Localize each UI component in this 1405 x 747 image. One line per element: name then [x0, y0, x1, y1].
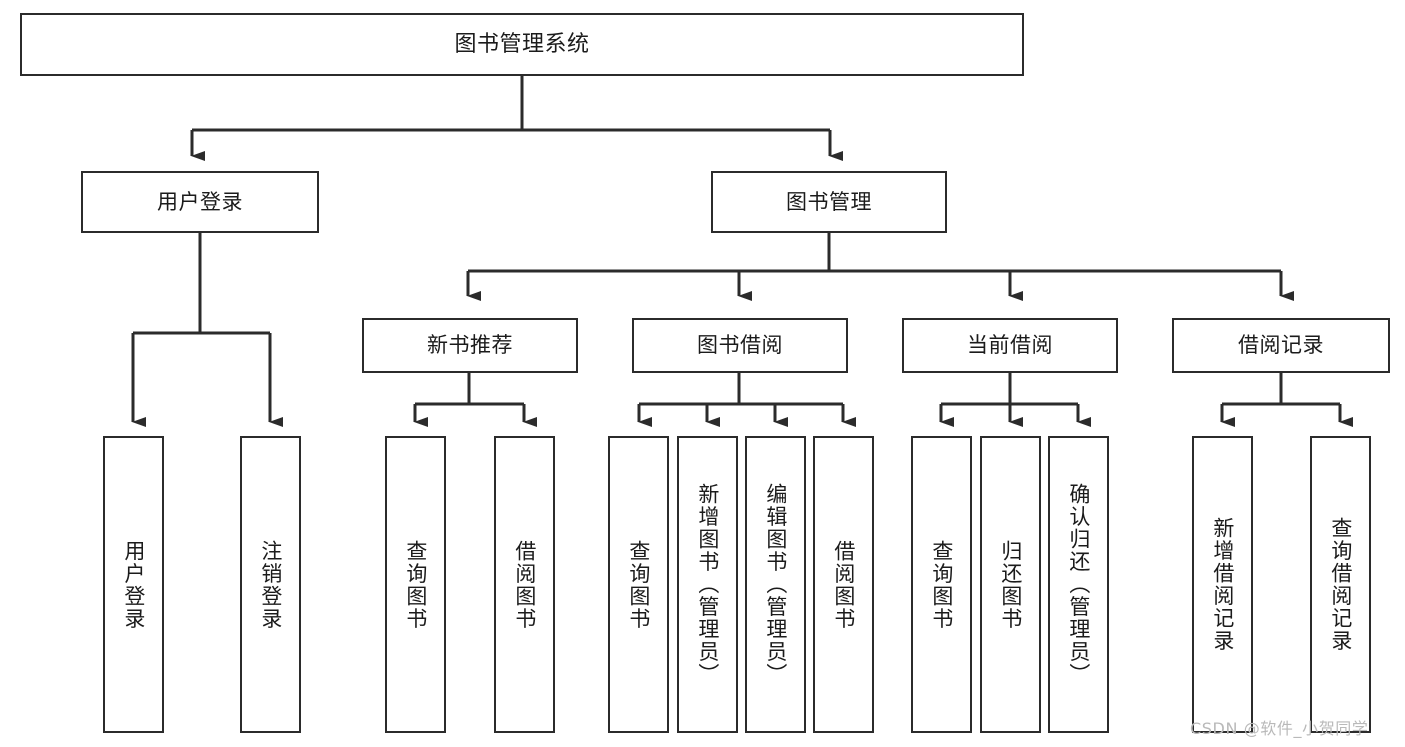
node-current-borrow[interactable]: 当前借阅: [902, 318, 1118, 373]
node-label: 新书推荐: [427, 333, 513, 358]
node-book-management[interactable]: 图书管理: [711, 171, 947, 233]
node-label: 用户登录: [121, 539, 146, 630]
node-label: 确认归还（管理员）: [1066, 483, 1091, 686]
node-label: 编辑图书（管理员）: [763, 483, 788, 686]
node-leaf-query-book-recommend[interactable]: 查询图书: [385, 436, 446, 733]
node-label: 归还图书: [998, 539, 1023, 630]
node-label: 查询图书: [929, 539, 954, 630]
node-book-borrow[interactable]: 图书借阅: [632, 318, 848, 373]
node-leaf-confirm-return[interactable]: 确认归还（管理员）: [1048, 436, 1109, 733]
csdn-watermark: CSDN @软件_小贺同学: [1190, 719, 1369, 738]
node-label: 注销登录: [258, 539, 283, 630]
node-leaf-add-borrow-record[interactable]: 新增借阅记录: [1192, 436, 1253, 733]
node-label: 新增借阅记录: [1210, 517, 1235, 652]
node-label: 查询借阅记录: [1328, 517, 1353, 652]
node-label: 查询图书: [626, 539, 651, 630]
node-label: 查询图书: [403, 539, 428, 630]
node-borrow-record[interactable]: 借阅记录: [1172, 318, 1390, 373]
node-label: 借阅图书: [512, 539, 537, 630]
node-leaf-borrow-book[interactable]: 借阅图书: [813, 436, 874, 733]
node-leaf-edit-book[interactable]: 编辑图书（管理员）: [745, 436, 806, 733]
node-leaf-user-login[interactable]: 用户登录: [103, 436, 164, 733]
node-new-book-recommend[interactable]: 新书推荐: [362, 318, 578, 373]
node-label: 图书借阅: [697, 333, 783, 358]
node-label: 新增图书（管理员）: [695, 483, 720, 686]
node-label: 用户登录: [157, 189, 243, 214]
node-leaf-query-borrow-record[interactable]: 查询借阅记录: [1310, 436, 1371, 733]
node-label: 图书管理: [786, 189, 872, 214]
node-leaf-query-book-borrow[interactable]: 查询图书: [608, 436, 669, 733]
node-leaf-add-book[interactable]: 新增图书（管理员）: [677, 436, 738, 733]
node-label: 图书管理系统: [454, 31, 590, 57]
node-leaf-return-book[interactable]: 归还图书: [980, 436, 1041, 733]
node-leaf-user-logout[interactable]: 注销登录: [240, 436, 301, 733]
node-root-book-management-system[interactable]: 图书管理系统: [20, 13, 1024, 76]
node-label: 借阅记录: [1238, 333, 1324, 358]
node-leaf-query-book-current[interactable]: 查询图书: [911, 436, 972, 733]
node-leaf-borrow-book-recommend[interactable]: 借阅图书: [494, 436, 555, 733]
node-user-login[interactable]: 用户登录: [81, 171, 319, 233]
node-label: 借阅图书: [831, 539, 856, 630]
node-label: 当前借阅: [967, 333, 1053, 358]
